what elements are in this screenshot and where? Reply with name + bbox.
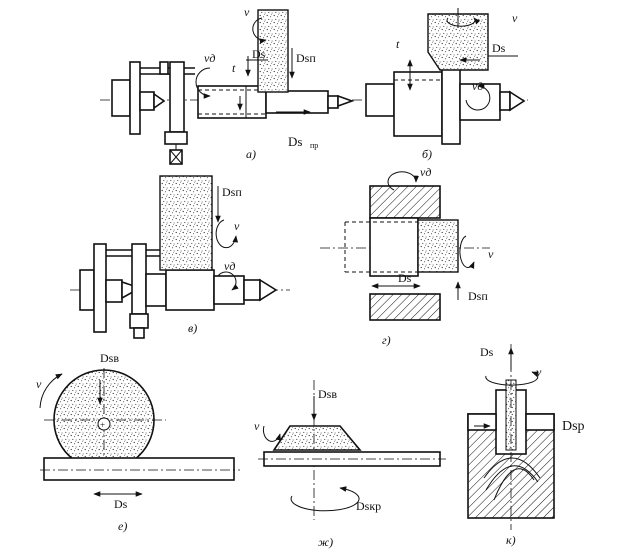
panel-k: Ds v Dsр к) (467, 344, 585, 547)
label-v: v (536, 365, 542, 379)
panel-g: vд v Ds Dsп г) (320, 165, 494, 347)
label-dsv: Dsв (100, 351, 119, 365)
caption-a: а) (246, 147, 256, 161)
label-vd: vд (224, 259, 235, 273)
panel-zh: Dsв v Dsкр ж) (254, 380, 446, 549)
label-dsp: Dsп (222, 185, 242, 199)
panel-v: Dsп v vд в) (70, 175, 290, 339)
label-dspr-sub: пр (310, 141, 318, 150)
caption-v: в) (188, 321, 197, 335)
label-dskr: Dsкр (356, 499, 381, 513)
label-dsv: Dsв (318, 387, 337, 401)
center-mark: + (100, 420, 105, 430)
label-v: v (254, 419, 260, 433)
label-ds: Ds (398, 271, 412, 285)
caption-g: г) (382, 333, 391, 347)
grinding-wheel-a (257, 9, 289, 93)
label-ds: Ds (252, 47, 266, 61)
label-vd: vд (420, 165, 431, 179)
caption-e: е) (118, 519, 127, 533)
label-v: v (234, 219, 240, 233)
label-dsp: Dsп (468, 289, 488, 303)
label-vd: vд (472, 79, 483, 93)
panel-a: v vд t Ds Dsп Ds пр а) (100, 5, 365, 165)
label-v: v (244, 5, 250, 19)
panel-b: v Ds t vд б) (365, 8, 528, 161)
caption-k: к) (506, 533, 516, 547)
label-dsr: Dsр (562, 419, 585, 434)
panel-e: + Dsв v Ds е) (36, 351, 240, 533)
label-v: v (512, 11, 518, 25)
label-t: t (396, 37, 400, 51)
label-dsp: Dsп (296, 51, 316, 65)
label-v: v (36, 377, 42, 391)
caption-b: б) (422, 147, 432, 161)
label-ds: Ds (480, 345, 494, 359)
grinding-wheel-zh (272, 425, 362, 451)
label-dspr: Ds (288, 134, 302, 149)
grinding-wheel-v (159, 175, 213, 271)
caption-zh: ж) (318, 535, 333, 549)
grinding-wheel-g (417, 219, 459, 273)
label-vd: vд (204, 51, 215, 65)
label-v: v (488, 247, 494, 261)
grinding-wheel-b (427, 13, 489, 71)
label-ds: Ds (492, 41, 506, 55)
label-ds: Ds (114, 497, 128, 511)
label-t: t (232, 61, 236, 75)
